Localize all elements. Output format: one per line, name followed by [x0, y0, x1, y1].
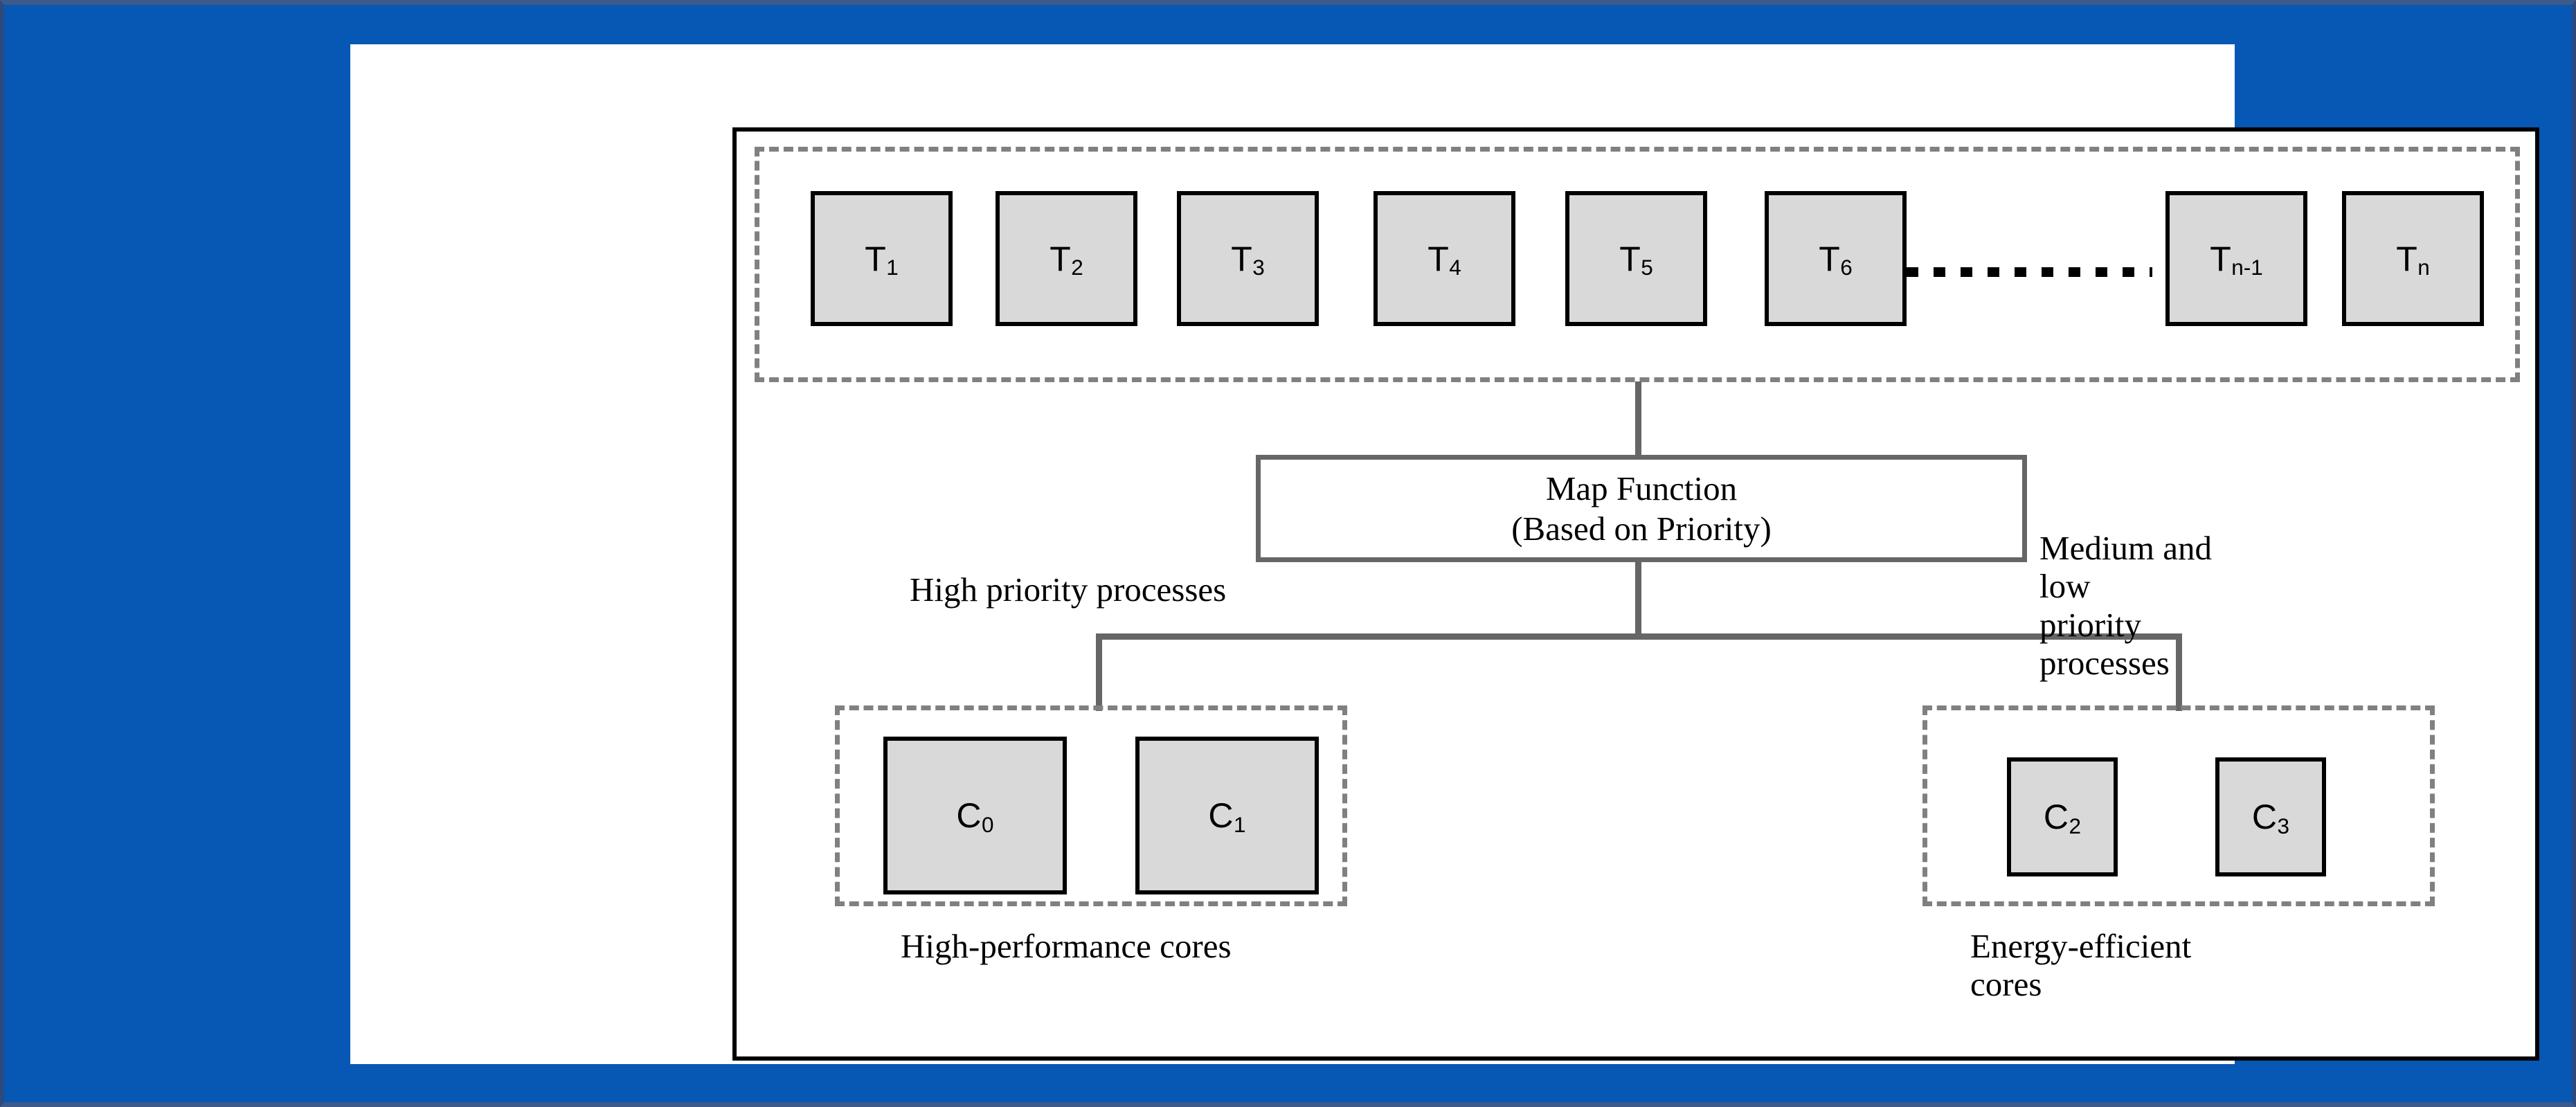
task-block-t3[interactable]: T3 [1177, 191, 1319, 326]
task-label-t6: T6 [1819, 239, 1853, 280]
core-label-c2: C2 [2043, 798, 2082, 838]
task-label-tn-1: Tn-1 [2210, 239, 2263, 280]
task-label-t5: T5 [1619, 239, 1653, 280]
task-block-t5[interactable]: T5 [1565, 191, 1707, 326]
core-block-c2[interactable]: C2 [2007, 757, 2118, 876]
connector-to-energy-efficient-cores [2176, 633, 2182, 711]
core-label-c1: C1 [1208, 796, 1246, 837]
task-label-t1: T1 [865, 239, 899, 280]
core-block-c1[interactable]: C1 [1135, 737, 1319, 894]
task-label-t4: T4 [1427, 239, 1461, 280]
connector-map-to-bus [1635, 561, 1641, 639]
task-pool-group [755, 147, 2520, 382]
task-label-t3: T3 [1231, 239, 1265, 280]
connector-horizontal-bus [1096, 633, 2182, 640]
task-block-t2[interactable]: T2 [996, 191, 1137, 326]
high-performance-core-group [835, 705, 1347, 906]
core-block-c3[interactable]: C3 [2215, 757, 2326, 876]
task-block-t4[interactable]: T4 [1373, 191, 1515, 326]
task-block-tn[interactable]: Tn [2342, 191, 2484, 326]
caption-high-performance-cores: High-performance cores [901, 927, 1232, 965]
caption-energy-efficient-cores: Energy-efficient cores [1970, 927, 2192, 1004]
map-function-subtitle: (Based on Priority) [1511, 509, 1772, 548]
task-ellipsis-icon [1907, 267, 2152, 277]
map-function-box[interactable]: Map Function (Based on Priority) [1256, 455, 2027, 562]
task-block-tn-1[interactable]: Tn-1 [2165, 191, 2307, 326]
annotation-high-priority-processes: High priority processes [910, 570, 1227, 609]
core-label-c3: C3 [2251, 798, 2290, 838]
page-card: T1 T2 T3 T4 T5 T6 Tn-1 Tn Ma [350, 44, 2539, 1064]
task-label-tn: Tn [2396, 239, 2430, 280]
task-label-t2: T2 [1050, 239, 1083, 280]
core-label-c0: C0 [956, 796, 994, 837]
task-block-t1[interactable]: T1 [811, 191, 953, 326]
connector-to-high-performance-cores [1096, 633, 1102, 711]
annotation-medium-low-priority-processes: Medium and low priority processes [2039, 529, 2213, 683]
map-function-title: Map Function [1545, 469, 1738, 507]
task-block-t6[interactable]: T6 [1765, 191, 1907, 326]
energy-efficient-core-group [1922, 705, 2435, 906]
connector-tasks-to-map [1635, 381, 1641, 456]
core-block-c0[interactable]: C0 [883, 737, 1067, 894]
